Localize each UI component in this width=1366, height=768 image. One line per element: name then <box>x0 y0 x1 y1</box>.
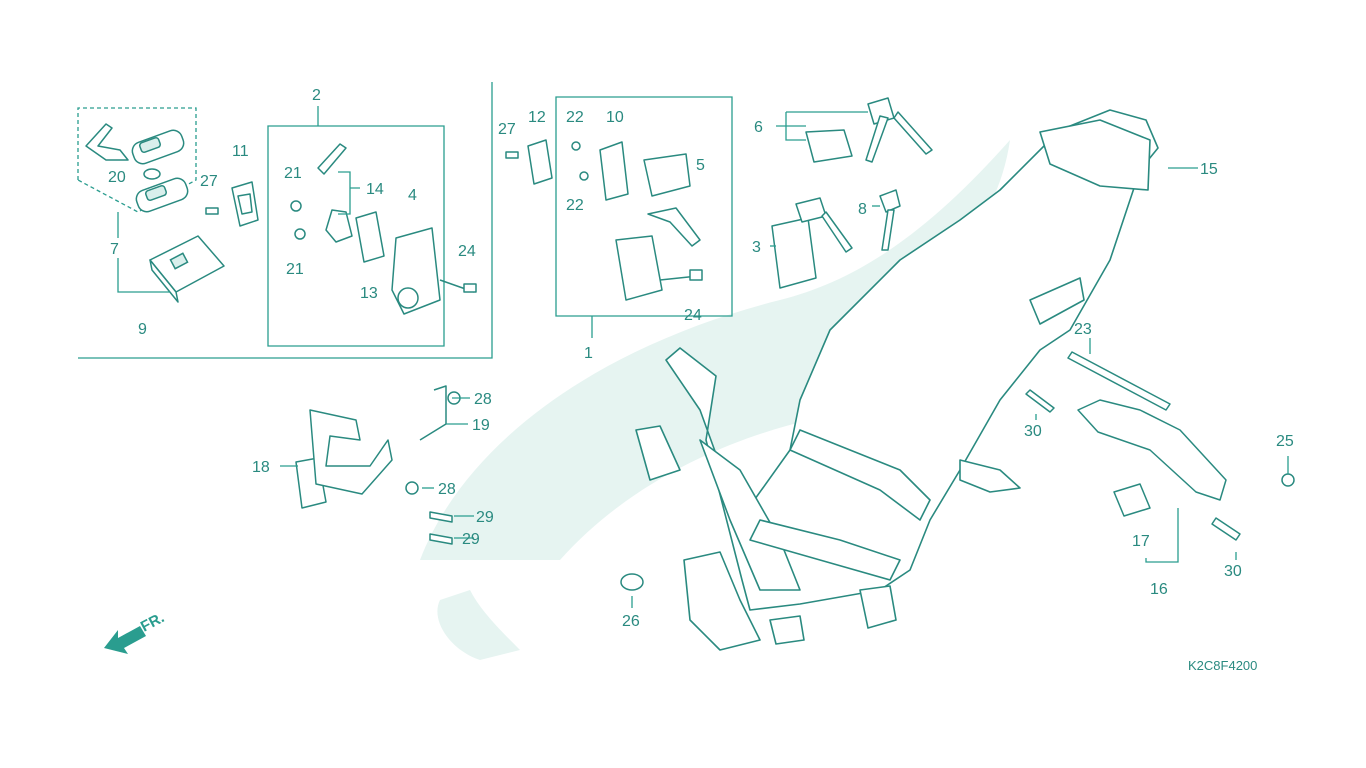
part-5-cover <box>643 153 691 197</box>
callout-13: 13 <box>360 285 378 302</box>
callout-30a: 30 <box>1024 423 1042 440</box>
part-18-bracket <box>295 409 393 509</box>
part-22-screws <box>571 141 589 181</box>
callout-18: 18 <box>252 459 270 476</box>
part-27-screw-right <box>505 151 519 159</box>
callout-3: 3 <box>752 239 761 256</box>
part-9-control-unit <box>149 235 225 303</box>
callout-30b: 30 <box>1224 563 1242 580</box>
part-25-nut <box>1281 473 1295 487</box>
callout-27b: 27 <box>498 121 516 138</box>
callout-17: 17 <box>1132 533 1150 550</box>
part-10-switch <box>599 141 629 201</box>
part-17-rubber <box>1113 483 1151 517</box>
callout-2: 2 <box>312 87 321 104</box>
part-8-key <box>879 189 901 251</box>
part-21-screws <box>290 200 306 240</box>
front-direction-arrow: FR. <box>104 609 167 654</box>
leader-lines <box>117 106 1289 608</box>
callout-1: 1 <box>584 345 593 362</box>
callout-22a: 22 <box>566 109 584 126</box>
callout-7: 7 <box>110 241 119 258</box>
callout-14: 14 <box>366 181 384 198</box>
part-15-frame-body <box>635 109 1159 651</box>
part-11-bracket <box>231 181 259 227</box>
part-23-bolt <box>1067 351 1171 411</box>
group-7-bracket <box>77 107 197 213</box>
diagram-code: K2C8F4200 <box>1188 658 1257 673</box>
callout-4: 4 <box>408 187 417 204</box>
callout-24b: 24 <box>684 307 702 324</box>
part-27-screw <box>205 207 219 215</box>
callout-24a: 24 <box>458 243 476 260</box>
callout-12: 12 <box>528 109 546 126</box>
callout-23: 23 <box>1074 321 1092 338</box>
part-6-key-set <box>805 97 933 163</box>
part-29-bolts <box>429 511 453 545</box>
inset-frame <box>78 82 493 359</box>
part-1-ignition-assembly <box>615 207 701 301</box>
callout-11: 11 <box>232 143 249 160</box>
callout-21a: 21 <box>284 165 302 182</box>
part-14-cable <box>317 143 353 243</box>
callout-25: 25 <box>1276 433 1294 450</box>
callout-15: 15 <box>1200 161 1218 178</box>
callout-9: 9 <box>138 321 147 338</box>
part-19-wire <box>419 385 447 441</box>
part-13-switch <box>355 211 385 263</box>
callout-26: 26 <box>622 613 640 630</box>
callout-8: 8 <box>858 201 867 218</box>
callout-28b: 28 <box>438 481 456 498</box>
watermark-wing-logo <box>420 140 1030 660</box>
callout-19: 19 <box>472 417 490 434</box>
callout-10: 10 <box>606 109 624 126</box>
callout-20: 20 <box>108 169 126 186</box>
callout-5: 5 <box>696 157 705 174</box>
part-26-grommet <box>620 573 644 591</box>
part-4-lock-assembly <box>391 227 475 315</box>
callout-27a: 27 <box>200 173 218 190</box>
part-3-lock-set <box>771 197 853 289</box>
callout-21b: 21 <box>286 261 304 278</box>
part-24-bolt-right <box>689 269 703 281</box>
part-30-bolts <box>1025 389 1241 541</box>
part-20-key-fob <box>85 123 189 213</box>
callout-29b: 29 <box>462 531 480 548</box>
callout-29a: 29 <box>476 509 494 526</box>
part-16-stand <box>1077 399 1227 501</box>
callout-labels: 1 2 3 4 5 6 7 8 9 10 11 12 13 14 15 16 1… <box>108 87 1294 630</box>
group-1-box <box>555 96 733 317</box>
callout-22b: 22 <box>566 197 584 214</box>
part-24-bolt-left <box>463 283 477 293</box>
callout-16: 16 <box>1150 581 1168 598</box>
callout-6: 6 <box>754 119 763 136</box>
group-2-box <box>267 125 445 347</box>
callout-28a: 28 <box>474 391 492 408</box>
part-12-bracket <box>527 139 553 185</box>
